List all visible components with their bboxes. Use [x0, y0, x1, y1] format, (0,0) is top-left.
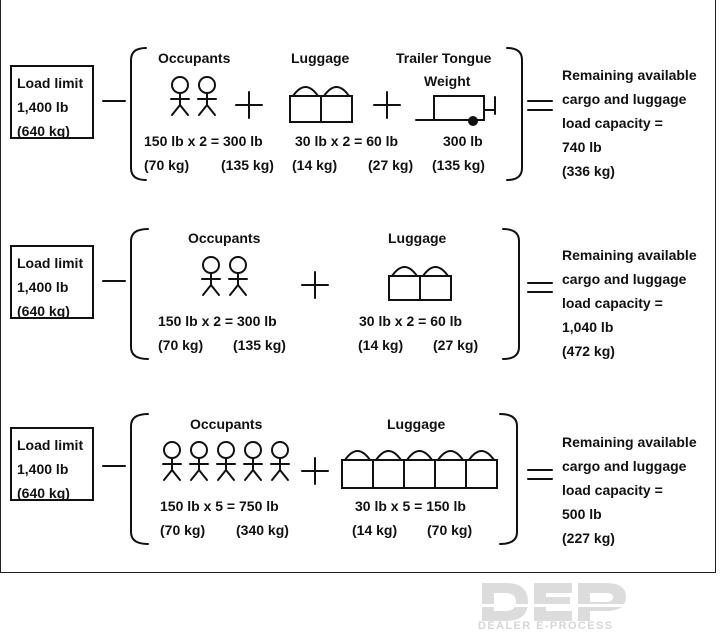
luggage-icon — [320, 86, 353, 123]
person-icon — [201, 256, 221, 296]
load-limit-label: Load limit — [17, 75, 84, 91]
remaining-capacity: Remaining available cargo and luggage lo… — [562, 63, 697, 183]
luggage-icon — [289, 86, 322, 123]
luggage-label: Luggage — [388, 230, 447, 246]
luggage-kg-total: (27 kg) — [368, 157, 414, 173]
person-icon — [170, 76, 190, 116]
remaining-kg: (227 kg) — [562, 530, 615, 546]
luggage-icon — [372, 450, 405, 489]
luggage-icon — [341, 450, 374, 489]
load-limit-label: Load limit — [17, 437, 84, 453]
person-icon — [270, 441, 290, 481]
occupants-calc: 150 lb x 2 = 300 lb — [144, 133, 263, 149]
luggage-calc: 30 lb x 2 = 60 lb — [295, 133, 399, 149]
load-limit-box: Load limit 1,400 lb (640 kg) — [10, 427, 94, 501]
remaining-capacity: Remaining available cargo and luggage lo… — [562, 430, 697, 550]
remaining-kg: (336 kg) — [562, 163, 615, 179]
trailer-kg: (135 kg) — [432, 157, 485, 173]
dep-logo-icon — [476, 583, 632, 621]
bracket-right — [506, 47, 523, 181]
remaining-kg: (472 kg) — [562, 343, 615, 359]
luggage-icon — [403, 450, 436, 489]
occupants-label: Occupants — [158, 50, 231, 66]
luggage-kg-total: (27 kg) — [433, 337, 479, 353]
trailer-lb: 300 lb — [443, 133, 483, 149]
load-limit-lb: 1,400 lb — [17, 461, 69, 477]
load-limit-box: Load limit 1,400 lb (640 kg) — [10, 65, 94, 139]
load-limit-label: Load limit — [17, 255, 84, 271]
person-icon — [216, 441, 236, 481]
trailer-label-line2: Weight — [424, 73, 471, 89]
occupants-kg-total: (340 kg) — [236, 522, 289, 538]
occupants-calc: 150 lb x 2 = 300 lb — [158, 313, 277, 329]
load-limit-kg: (640 kg) — [17, 485, 70, 501]
bracket-left — [130, 413, 149, 545]
remaining-line3: load capacity = — [562, 482, 663, 498]
trailer-icon — [415, 95, 496, 121]
load-limit-kg: (640 kg) — [17, 123, 70, 139]
remaining-line2: cargo and luggage — [562, 458, 687, 474]
remaining-line1: Remaining available — [562, 434, 697, 450]
remaining-lb: 500 lb — [562, 506, 602, 522]
remaining-line2: cargo and luggage — [562, 271, 687, 287]
luggage-label: Luggage — [387, 416, 446, 432]
occupants-kg-each: (70 kg) — [158, 337, 204, 353]
luggage-kg-each: (14 kg) — [292, 157, 338, 173]
luggage-kg-each: (14 kg) — [352, 522, 398, 538]
occupants-label: Occupants — [188, 230, 261, 246]
luggage-label: Luggage — [291, 50, 350, 66]
load-limit-lb: 1,400 lb — [17, 279, 69, 295]
bracket-right — [499, 413, 518, 545]
dealer-eprocess-logo-text: DEALER E-PROCESS — [478, 620, 614, 632]
bracket-right — [502, 228, 520, 360]
luggage-kg-each: (14 kg) — [358, 337, 404, 353]
occupants-kg-each: (70 kg) — [160, 522, 206, 538]
luggage-icon — [388, 266, 421, 301]
remaining-line3: load capacity = — [562, 295, 663, 311]
occupants-kg-total: (135 kg) — [221, 157, 274, 173]
luggage-calc: 30 lb x 2 = 60 lb — [359, 313, 463, 329]
remaining-lb: 740 lb — [562, 139, 602, 155]
bracket-left — [130, 47, 147, 181]
load-limit-lb: 1,400 lb — [17, 99, 69, 115]
person-icon — [197, 76, 217, 116]
remaining-line1: Remaining available — [562, 247, 697, 263]
occupants-kg-each: (70 kg) — [144, 157, 190, 173]
remaining-line1: Remaining available — [562, 67, 697, 83]
remaining-line2: cargo and luggage — [562, 91, 687, 107]
luggage-kg-total: (70 kg) — [427, 522, 473, 538]
person-icon — [162, 441, 182, 481]
load-limit-box: Load limit 1,400 lb (640 kg) — [10, 245, 94, 319]
bracket-left — [130, 228, 149, 360]
luggage-icon — [434, 450, 467, 489]
luggage-icon — [419, 266, 452, 301]
occupants-kg-total: (135 kg) — [233, 337, 286, 353]
luggage-icon — [465, 450, 498, 489]
trailer-label-line1: Trailer Tongue — [396, 50, 492, 66]
person-icon — [228, 256, 248, 296]
remaining-lb: 1,040 lb — [562, 319, 614, 335]
remaining-line3: load capacity = — [562, 115, 663, 131]
trailer-wheel-icon — [468, 116, 478, 126]
person-icon — [243, 441, 263, 481]
remaining-capacity: Remaining available cargo and luggage lo… — [562, 243, 697, 363]
occupants-label: Occupants — [190, 416, 263, 432]
load-limit-kg: (640 kg) — [17, 303, 70, 319]
occupants-calc: 150 lb x 5 = 750 lb — [160, 498, 279, 514]
person-icon — [189, 441, 209, 481]
luggage-calc: 30 lb x 5 = 150 lb — [355, 498, 466, 514]
diagram-frame — [0, 0, 716, 573]
